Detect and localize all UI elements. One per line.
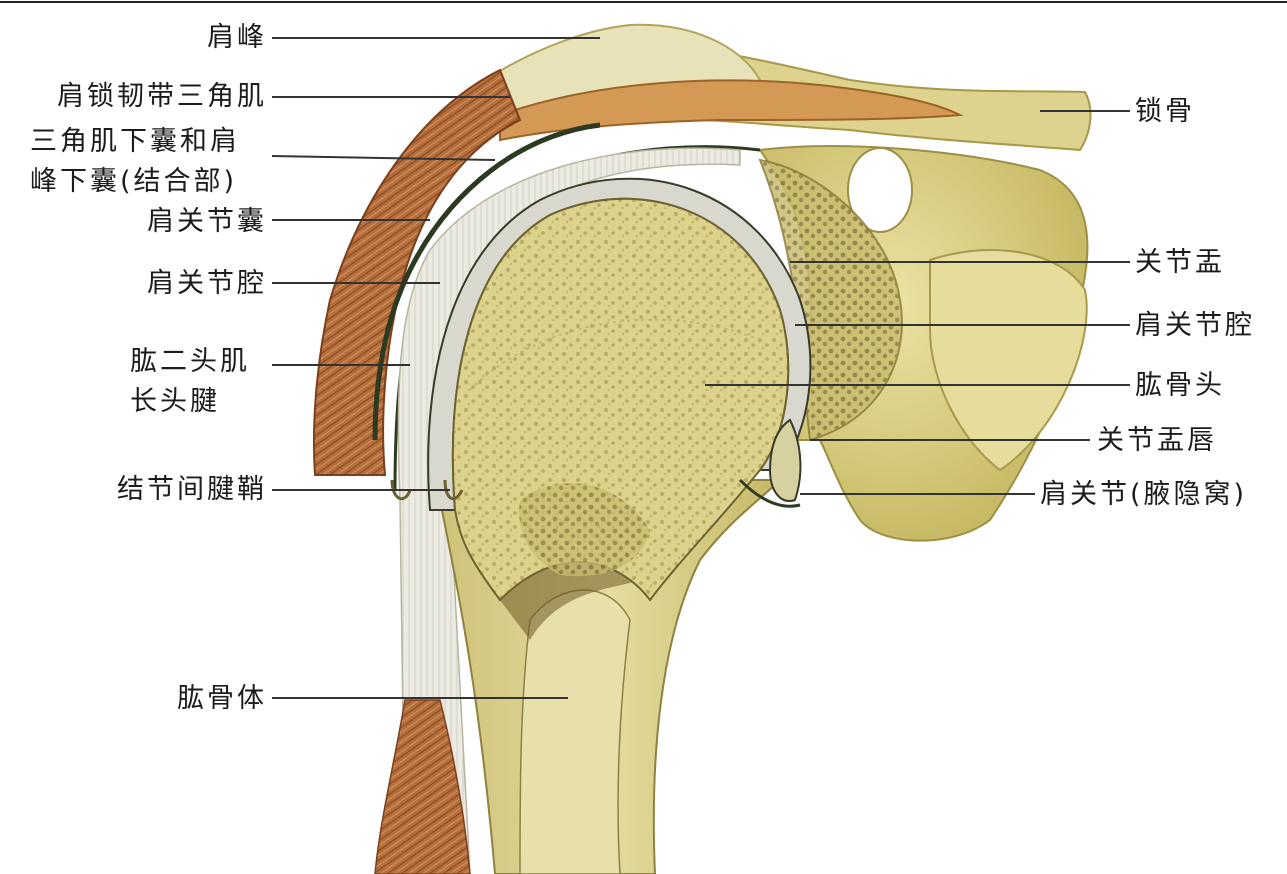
intertubercular-sheath-right [443,479,464,501]
label-joint-cavity-left: 肩关节腔 [147,268,267,299]
intertubercular-sheath-left [390,479,412,501]
label-humeral-head: 肱骨头 [1135,370,1225,401]
label-joint-cavity-right: 肩关节腔 [1135,310,1255,341]
label-clavicle: 锁骨 [1135,96,1195,127]
deltoid-muscle [312,68,522,476]
glenoid-labrum [768,418,802,502]
subdeltoid-bursa [372,122,601,441]
medullary-cavity [519,589,631,874]
scapular-notch [847,147,913,233]
label-joint-capsule: 肩关节囊 [147,206,267,237]
biceps-muscle-belly [374,699,471,874]
label-biceps-long-head: 肱二头肌 长头腱 [130,346,250,417]
label-bursa: 三角肌下囊和肩 峰下囊(结合部) [30,126,240,197]
coracoid-process [929,249,1088,472]
label-intertubercular-sheath: 结节间腱鞘 [117,474,267,505]
leader-lines [271,37,1130,699]
label-axillary-recess: 肩关节(腋隐窝) [1040,479,1248,510]
trabecular-dark-region [519,483,650,577]
label-humeral-shaft: 肱骨体 [177,683,267,714]
label-acromioclavicular-deltoid: 肩锁韧带三角肌 [57,81,267,112]
label-acromion: 肩峰 [207,22,267,53]
label-glenoid: 关节盂 [1135,247,1225,278]
label-glenoid-labrum: 关节盂唇 [1097,425,1217,456]
epiphyseal-line [469,318,761,391]
acromioclavicular-ligament [499,79,964,142]
axillary-recess [738,478,801,508]
